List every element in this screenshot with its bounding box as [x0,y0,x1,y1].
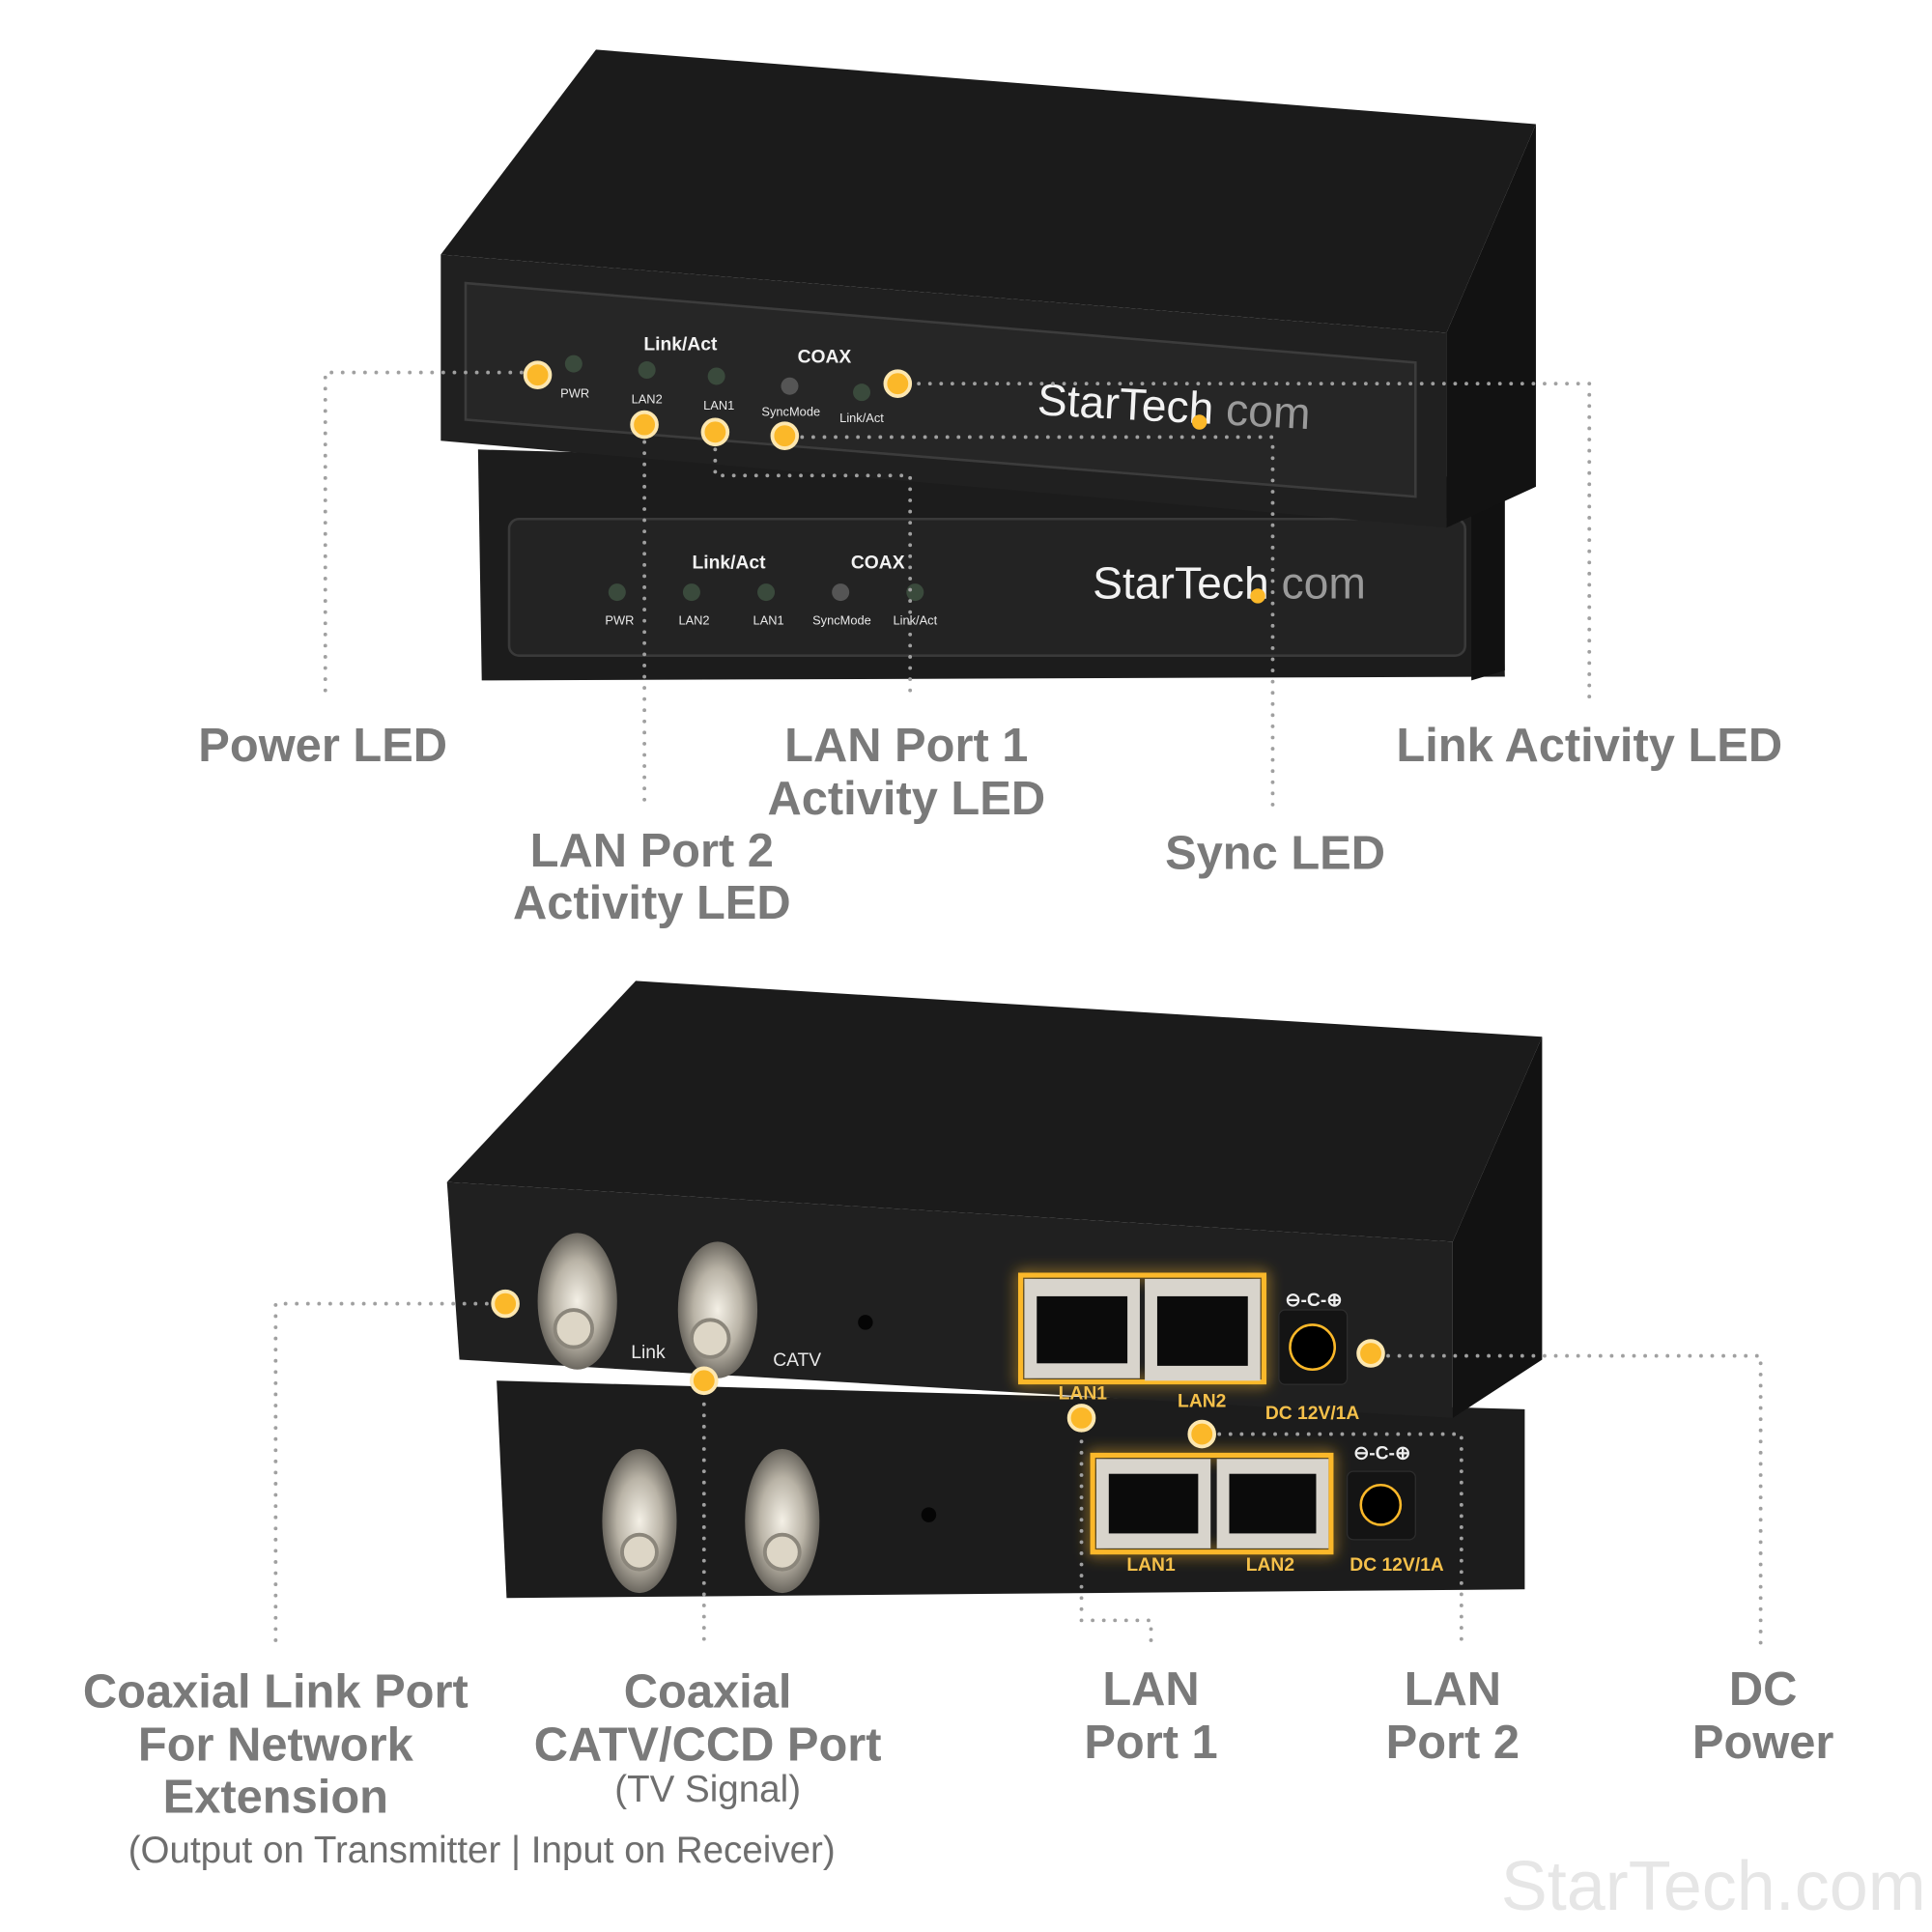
callout-lan1-led-line1: LAN Port 1 [784,720,1028,772]
watermark-logo: StarTech.com [1501,1848,1926,1925]
syncmode-led [832,583,850,602]
logo-dot [1191,414,1208,430]
callout-lan2-led-line2: Activity LED [513,877,791,929]
callout-coax-link-line3: Extension [163,1772,388,1824]
coax-link-connector[interactable] [537,1233,617,1370]
led-label: PWR [605,613,634,628]
rear-callout-markers [491,1289,1385,1449]
coax-catv-label: CATV [773,1350,821,1371]
lan1-marker [1066,1404,1096,1433]
screw-hole [858,1315,873,1330]
lan2-led [638,361,656,380]
front-callout-markers [523,360,913,450]
coax-link-label: Link [631,1343,666,1363]
led-label: LAN1 [753,613,784,628]
led-label: SyncMode [812,613,871,628]
coax-catv-connector[interactable] [677,1241,758,1378]
syncmode-led [781,377,799,395]
logo-dot [1250,588,1265,604]
callout-coax-link-line2: For Network [138,1719,414,1772]
led-label: LAN2 [632,392,663,407]
dc-label: DC 12V/1A [1265,1404,1360,1424]
dc-label: DC 12V/1A [1350,1555,1444,1576]
coax-catv-marker [690,1366,719,1396]
lan1-led [757,583,776,602]
led-row [608,583,924,602]
header-coax: COAX [851,554,905,574]
callout-coax-catv-note: (TV Signal) [614,1769,801,1810]
callout-sync-led: Sync LED [1165,828,1385,880]
lan2-marker [1187,1419,1216,1449]
callout-power-led: Power LED [198,720,447,772]
callout-lan2-line2: Port 2 [1386,1717,1520,1769]
polarity-symbol: ⊖-C-⊕ [1353,1443,1410,1463]
lan2-label: LAN2 [1178,1391,1226,1411]
lan1-led [707,367,725,385]
transmitter-rear-unit: Link CATV ⊖-C-⊕ LAN1 LAN2 DC 12V/1A [446,980,1543,1424]
callout-link-activity-led: Link Activity LED [1396,720,1782,772]
polarity-symbol: ⊖-C-⊕ [1285,1291,1342,1311]
lan2-label: LAN2 [1246,1555,1294,1576]
receiver-rear-unit: ⊖-C-⊕ LAN1 LAN2 DC 12V/1A [497,1380,1525,1599]
header-coax: COAX [798,347,852,367]
callout-lan1-led-line2: Activity LED [767,773,1045,825]
callout-lan1-line1: LAN [1102,1663,1199,1716]
led-label: SyncMode [761,405,820,419]
callout-coax-link-note: (Output on Transmitter | Input on Receiv… [128,1830,836,1871]
coax-link-connector [602,1449,677,1594]
callout-dc-line1: DC [1729,1663,1798,1716]
dc-power-marker [1356,1339,1385,1368]
callout-coax-link-line1: Coaxial Link Port [83,1665,469,1718]
lan1-label: LAN1 [1059,1384,1108,1405]
lan1-led-marker [700,417,730,447]
led-label: LAN1 [703,398,734,412]
link-activity-led-marker [883,369,913,398]
lan1-label: LAN1 [1126,1555,1176,1576]
led-label: PWR [560,385,589,400]
callout-coax-catv-line1: Coaxial [624,1665,792,1718]
callout-lan2-led-line1: LAN Port 2 [530,825,774,877]
led-label: Link/Act [893,613,937,628]
front-leader-lines [323,370,1592,815]
screw-hole [921,1507,937,1522]
pwr-led [564,355,582,373]
callout-lan2-line1: LAN [1405,1663,1501,1716]
lan2-led [682,583,700,602]
header-link-act: Link/Act [692,554,766,574]
lan2-led-marker [630,410,659,440]
link-act-led [906,583,924,602]
callout-lan1-line2: Port 1 [1084,1717,1217,1769]
coax-link-marker [491,1289,520,1319]
sync-led-marker [770,421,800,450]
link-act-led [853,384,871,402]
rear-leader-lines [273,1301,1763,1648]
power-led-marker [523,360,553,389]
pwr-led [608,583,626,602]
callout-dc-line2: Power [1692,1717,1834,1769]
led-label: Link/Act [839,411,884,425]
callout-coax-catv-line2: CATV/CCD Port [534,1719,882,1772]
coax-catv-connector [745,1449,820,1594]
header-link-act: Link/Act [643,334,718,355]
led-label: LAN2 [678,613,709,628]
transmitter-front-unit: Link/Act COAX PWR LAN2 LAN1 SyncMode Lin… [440,49,1536,528]
